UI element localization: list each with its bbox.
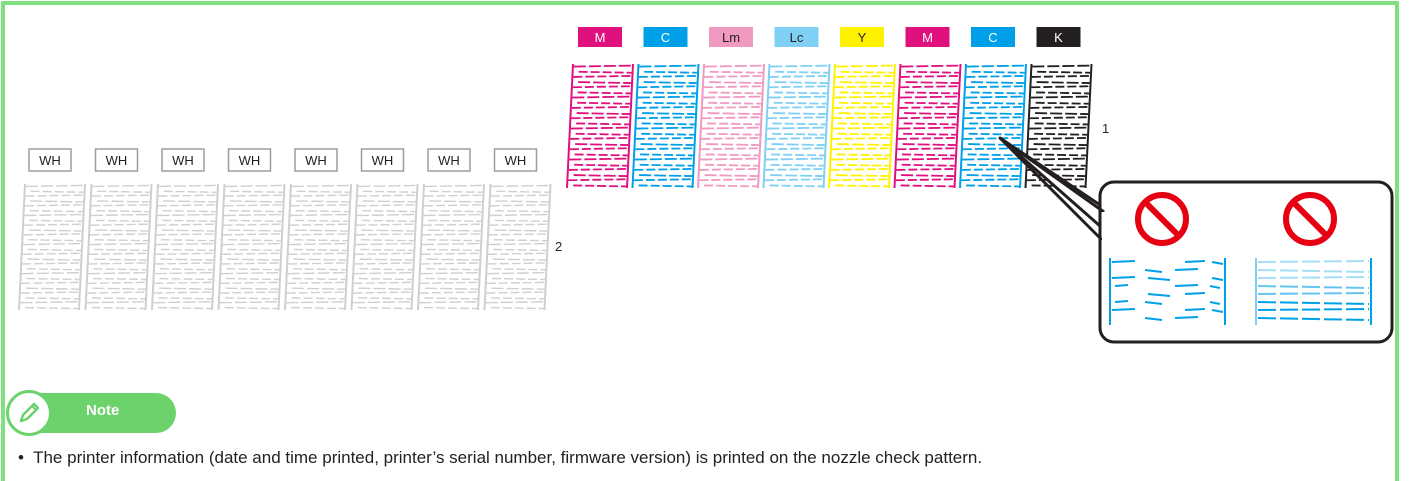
wh-label-3: WH <box>161 148 205 172</box>
wh-label-2: WH <box>94 148 139 172</box>
wh-pattern-3 <box>151 183 219 311</box>
bad-example-faint-lines <box>1255 258 1372 325</box>
note-text: The printer information (date and time p… <box>33 448 983 467</box>
color-label-6: M <box>905 27 950 47</box>
svg-text:WH: WH <box>305 153 327 168</box>
svg-text:WH: WH <box>438 153 460 168</box>
wh-pattern-2 <box>84 183 153 311</box>
svg-text:C: C <box>661 30 670 45</box>
color-label-3: Lm <box>709 27 753 47</box>
color-pattern-2 <box>631 63 700 189</box>
nozzle-check-diagram: WH WH WH WH WH WH WH WH 2 M C Lm Lc Y M C K 1 <box>18 27 1394 344</box>
color-pattern-1 <box>566 63 634 189</box>
svg-text:C: C <box>988 30 997 45</box>
color-pattern-4 <box>762 63 831 189</box>
svg-text:Lm: Lm <box>722 30 740 45</box>
wh-pattern-4 <box>217 183 286 311</box>
color-channel-labels: M C Lm Lc Y M C K <box>578 27 1081 47</box>
note-bullet-item: • The printer information (date and time… <box>18 448 982 468</box>
color-label-5: Y <box>840 27 884 47</box>
svg-text:WH: WH <box>39 153 61 168</box>
svg-text:WH: WH <box>239 153 261 168</box>
color-pattern-5 <box>828 63 896 189</box>
color-pattern-8 <box>1024 63 1093 189</box>
wh-pattern-6 <box>350 183 419 311</box>
wh-pattern-1 <box>18 183 86 311</box>
wh-label-7: WH <box>427 148 471 172</box>
color-label-7: C <box>971 27 1015 47</box>
magnified-callout <box>998 136 1394 344</box>
wh-label-5: WH <box>294 148 338 172</box>
svg-text:WH: WH <box>106 153 128 168</box>
note-badge: Note <box>6 390 176 436</box>
svg-text:K: K <box>1054 30 1063 45</box>
note-title: Note <box>86 402 120 419</box>
color-pattern-7 <box>959 63 1027 189</box>
svg-text:M: M <box>922 30 933 45</box>
svg-text:WH: WH <box>372 153 394 168</box>
svg-text:M: M <box>595 30 606 45</box>
pencil-icon <box>6 390 52 436</box>
wh-pattern-7 <box>417 183 485 311</box>
bad-example-missing-segments <box>1109 258 1226 325</box>
prohibited-icon <box>1283 192 1337 246</box>
svg-text:Lc: Lc <box>790 30 804 45</box>
color-label-2: C <box>643 27 688 47</box>
prohibited-icon <box>1135 192 1189 246</box>
bullet-mark: • <box>18 448 24 467</box>
svg-text:WH: WH <box>505 153 527 168</box>
svg-text:Y: Y <box>858 30 867 45</box>
color-pattern-6 <box>893 63 962 189</box>
callout-number-2: 2 <box>555 239 562 254</box>
callout-number-1: 1 <box>1102 121 1109 136</box>
bad-examples <box>1109 192 1372 325</box>
wh-label-1: WH <box>28 148 72 172</box>
color-pattern-3 <box>697 63 765 189</box>
color-label-1: M <box>578 27 622 47</box>
wh-pattern-8 <box>483 183 552 311</box>
svg-text:WH: WH <box>172 153 194 168</box>
wh-label-8: WH <box>493 148 538 172</box>
wh-pattern-5 <box>284 183 352 311</box>
wh-label-6: WH <box>360 148 405 172</box>
wh-label-4: WH <box>227 148 272 172</box>
color-channel-patterns <box>566 63 1093 189</box>
color-label-8: K <box>1036 27 1081 47</box>
white-channel-patterns <box>18 183 552 311</box>
white-channel-labels: WH WH WH WH WH WH WH WH <box>28 148 538 172</box>
color-label-4: Lc <box>774 27 819 47</box>
